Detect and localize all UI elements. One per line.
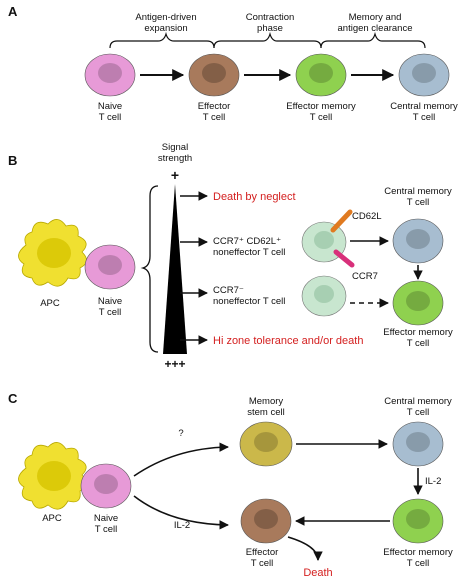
cell-effector-memory-a (295, 53, 347, 97)
stem-label-1: Memory (249, 396, 284, 407)
apc-b (18, 219, 87, 287)
phase-1-label: Antigen-driven (135, 12, 196, 23)
naive-c-label-2: T cell (95, 524, 118, 535)
bracket-contraction (213, 31, 322, 49)
ccr7pos-label-2: noneffector T cell (213, 247, 285, 258)
naive-b-label-1: Naive (98, 296, 122, 307)
hi-zone-text: Hi zone tolerance and/or death (213, 335, 363, 347)
phase-2-label: Contraction (246, 12, 295, 23)
stem-label-2: stem cell (247, 407, 284, 418)
cell-central-memory-b (392, 218, 444, 264)
phase-2b-label: phase (257, 23, 283, 34)
ccr7neg-label-1: CCR7⁻ (213, 285, 244, 296)
effector-a-label-1: Effector (198, 101, 231, 112)
phase-brackets (109, 31, 426, 49)
death-by-neglect-text: Death by neglect (213, 191, 296, 203)
death-text: Death (303, 567, 332, 579)
ccr7neg-label-2: noneffector T cell (213, 296, 285, 307)
signal-label-1: Signal (162, 142, 188, 153)
cm-a-label-1: Central memory (390, 101, 458, 112)
question-mark: ? (178, 428, 183, 439)
arrow-effector-to-death (287, 536, 323, 561)
ccr7-receptor (333, 249, 355, 268)
plus3-label: +++ (164, 357, 185, 371)
cm-c-label-2: T cell (407, 407, 430, 418)
em-a-label-2: T cell (310, 112, 333, 123)
naive-a-label-2: T cell (99, 112, 122, 123)
em-a-label-1: Effector memory (286, 101, 356, 112)
apc-b-label: APC (40, 298, 60, 309)
cd62l-receptor (330, 209, 353, 233)
cell-effector-c (240, 498, 292, 544)
plus-label: + (171, 167, 179, 183)
arrows-b-outcomes (180, 191, 208, 345)
naive-a-label-1: Naive (98, 101, 122, 112)
cell-effector-memory-c (392, 498, 444, 544)
signal-label-2: strength (158, 153, 192, 164)
cm-b-label-1: Central memory (384, 186, 452, 197)
ccr7-label: CCR7 (352, 271, 378, 282)
arrow-naive-to-effector (133, 495, 229, 530)
em-c-label-2: T cell (407, 558, 430, 569)
cell-memory-stem (239, 421, 293, 467)
cell-effector-memory-b (392, 280, 444, 326)
effector-c-label-1: Effector (246, 547, 279, 558)
cell-ccr7-negative (301, 275, 347, 317)
apc-c (18, 442, 87, 510)
bracket-expansion (109, 31, 215, 49)
naive-b-label-2: T cell (99, 307, 122, 318)
effector-c-label-2: T cell (251, 558, 274, 569)
naive-c-label-1: Naive (94, 513, 118, 524)
cell-effector-a (188, 53, 240, 97)
phase-3b-label: antigen clearance (338, 23, 413, 34)
panel-c-letter: C (8, 391, 18, 406)
cell-naive-a (84, 53, 136, 97)
panel-b-letter: B (8, 153, 17, 168)
cell-central-memory-a (398, 53, 450, 97)
cell-naive-c (80, 463, 132, 509)
cm-c-label-1: Central memory (384, 396, 452, 407)
curly-brace-b (140, 185, 159, 353)
em-b-label-1: Effector memory (383, 327, 453, 338)
cell-naive-b (84, 244, 136, 290)
bracket-memory (320, 31, 426, 49)
cm-b-label-2: T cell (407, 197, 430, 208)
em-c-label-1: Effector memory (383, 547, 453, 558)
cell-central-memory-c (392, 421, 444, 467)
effector-a-label-2: T cell (203, 112, 226, 123)
em-b-label-2: T cell (407, 338, 430, 349)
phase-3-label: Memory and (349, 12, 402, 23)
il2-right-label: IL-2 (425, 476, 441, 487)
apc-c-label: APC (42, 513, 62, 524)
phase-1b-label: expansion (144, 23, 187, 34)
panel-a-letter: A (8, 4, 18, 19)
cm-a-label-2: T cell (413, 112, 436, 123)
il2-left-label: IL-2 (174, 520, 190, 531)
signal-strength-wedge (163, 184, 187, 354)
arrow-naive-to-stem (133, 442, 229, 477)
cd62l-label: CD62L (352, 211, 382, 222)
ccr7pos-label-1: CCR7⁺ CD62L⁺ (213, 236, 281, 247)
